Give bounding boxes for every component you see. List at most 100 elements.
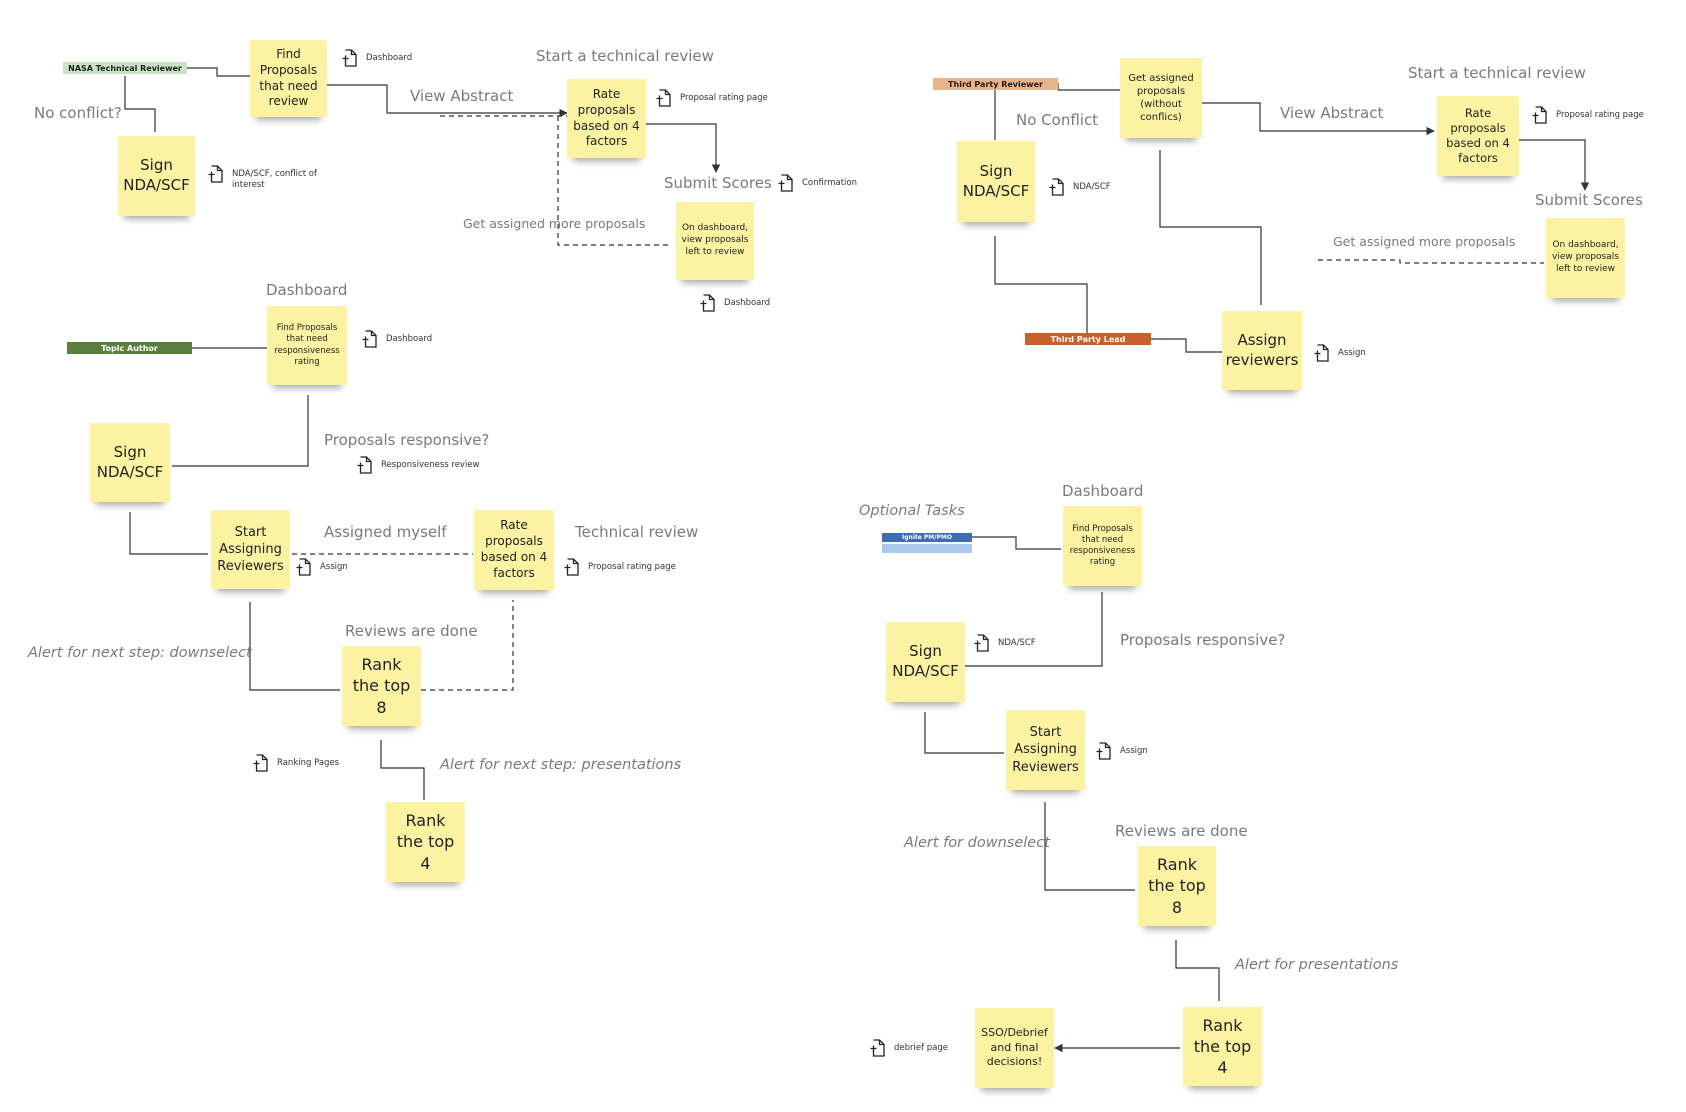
page-reference[interactable]: Confirmation — [778, 174, 857, 192]
page-reference-label: Proposal rating page — [1556, 110, 1644, 120]
document-plus-icon — [253, 754, 268, 772]
sticky-note[interactable]: Find Proposals that need responsiveness … — [267, 306, 347, 385]
sticky-note[interactable]: SSO/Debrief and final decisions! — [975, 1008, 1054, 1088]
page-reference-label: NDA/SCF — [998, 638, 1036, 648]
document-plus-icon — [1049, 178, 1064, 196]
connector — [1057, 83, 1120, 91]
sticky-note[interactable]: Rank the top 8 — [342, 646, 421, 726]
connector — [994, 236, 1088, 334]
sticky-note[interactable]: Rate proposals based on 4 factors — [474, 510, 554, 590]
connector — [421, 600, 514, 691]
page-reference-label: Proposal rating page — [680, 93, 768, 103]
page-reference-label: Proposal rating page — [588, 562, 676, 572]
label-optional-tasks: Optional Tasks — [859, 503, 965, 519]
sticky-note[interactable]: Rate proposals based on 4 factors — [567, 79, 646, 158]
page-reference-label: Assign — [1120, 746, 1148, 756]
tag-ignite-pm-pmo: Ignite PM/PMO — [882, 533, 972, 542]
sticky-note[interactable]: Rank the top 8 — [1138, 846, 1216, 926]
label-start-technical-review: Start a technical review — [1408, 64, 1586, 82]
page-reference[interactable]: Dashboard — [700, 294, 770, 312]
sticky-note[interactable]: Rank the top 4 — [386, 802, 465, 882]
tag-third-party-reviewer: Third Party Reviewer — [933, 78, 1058, 90]
sticky-note[interactable]: Rank the top 4 — [1183, 1007, 1262, 1086]
page-reference[interactable]: Proposal rating page — [564, 558, 676, 576]
sticky-note[interactable]: Start Assigning Reviewers — [1006, 710, 1085, 790]
connector — [129, 512, 208, 555]
label-view-abstract: View Abstract — [410, 87, 514, 105]
page-reference-label: Dashboard — [724, 298, 771, 308]
sticky-note[interactable]: Start Assigning Reviewers — [211, 510, 290, 589]
sticky-note[interactable]: Find Proposals that need review — [250, 40, 327, 117]
tag-nasa-technical-reviewer: NASA Technical Reviewer — [63, 62, 187, 74]
label-alert-downselect: Alert for downselect — [904, 835, 1050, 851]
document-plus-icon — [564, 558, 579, 576]
label-technical-review: Technical review — [575, 523, 699, 541]
document-plus-icon — [208, 165, 223, 183]
sticky-note[interactable]: Sign NDA/SCF — [886, 622, 965, 702]
connector — [1175, 940, 1220, 1001]
connector — [380, 740, 425, 800]
label-dashboard: Dashboard — [266, 281, 348, 299]
connector — [972, 536, 1061, 550]
document-plus-icon — [974, 634, 989, 652]
label-start-technical-review: Start a technical review — [536, 47, 714, 65]
sticky-note[interactable]: On dashboard, view proposals left to rev… — [1546, 218, 1625, 298]
page-reference[interactable]: Ranking Pages — [253, 754, 339, 772]
connector — [1159, 150, 1262, 305]
page-reference[interactable]: Responsiveness review — [357, 456, 480, 474]
document-plus-icon — [296, 558, 311, 576]
sticky-note[interactable]: Find Proposals that need responsiveness … — [1063, 506, 1142, 586]
page-reference[interactable]: Proposal rating page — [656, 89, 768, 107]
label-proposals-responsive: Proposals responsive? — [1120, 631, 1286, 649]
connector — [1519, 139, 1590, 191]
page-reference-label: NDA/SCF — [1073, 182, 1111, 192]
connector — [1044, 802, 1135, 891]
label-no-conflict: No Conflict — [1016, 111, 1099, 129]
connector — [924, 712, 1004, 754]
connector — [187, 67, 250, 77]
sticky-note[interactable]: Sign NDA/SCF — [90, 423, 170, 502]
connector — [1202, 102, 1435, 136]
document-plus-icon — [362, 330, 377, 348]
sticky-note[interactable]: On dashboard, view proposals left to rev… — [676, 202, 754, 280]
page-reference[interactable]: Assign — [1096, 742, 1148, 760]
page-reference[interactable]: Dashboard — [362, 330, 432, 348]
connector — [1151, 338, 1222, 353]
label-reviews-done: Reviews are done — [1115, 822, 1248, 840]
label-reviews-done: Reviews are done — [345, 622, 478, 640]
document-plus-icon — [357, 456, 372, 474]
connector — [965, 592, 1103, 667]
page-reference[interactable]: NDA/SCF, conflict of interest — [208, 165, 322, 192]
label-view-abstract: View Abstract — [1280, 104, 1384, 122]
connector — [646, 123, 721, 173]
connector — [1318, 259, 1544, 264]
document-plus-icon — [700, 294, 715, 312]
connector — [124, 76, 156, 132]
sticky-note[interactable]: Rate proposals based on 4 factors — [1437, 96, 1519, 176]
document-plus-icon — [1096, 742, 1111, 760]
page-reference-label: debrief page — [894, 1043, 949, 1053]
document-plus-icon — [342, 49, 357, 67]
tag-ignite-underlay — [882, 544, 972, 553]
document-plus-icon — [656, 89, 671, 107]
sticky-note[interactable]: Assign reviewers — [1222, 311, 1302, 390]
connector — [172, 395, 309, 467]
label-submit-scores: Submit Scores — [664, 174, 772, 192]
tag-topic-author: Topic Author — [67, 342, 192, 354]
page-reference[interactable]: NDA/SCF — [1049, 178, 1111, 196]
sticky-note[interactable]: Get assigned proposals (without conflics… — [1120, 58, 1202, 138]
connector — [249, 602, 340, 691]
label-no-conflict: No conflict? — [34, 104, 122, 122]
page-reference[interactable]: Proposal rating page — [1532, 106, 1644, 124]
sticky-note[interactable]: Sign NDA/SCF — [957, 141, 1035, 222]
label-alert-downselect: Alert for next step: downselect — [28, 645, 252, 661]
page-reference[interactable]: Dashboard — [342, 49, 412, 67]
page-reference[interactable]: debrief page — [870, 1039, 948, 1057]
page-reference-label: Responsiveness review — [381, 460, 480, 470]
page-reference[interactable]: Assign — [1314, 344, 1366, 362]
label-submit-scores: Submit Scores — [1535, 191, 1643, 209]
sticky-note[interactable]: Sign NDA/SCF — [118, 136, 195, 216]
page-reference[interactable]: NDA/SCF — [974, 634, 1036, 652]
page-reference[interactable]: Assign — [296, 558, 348, 576]
